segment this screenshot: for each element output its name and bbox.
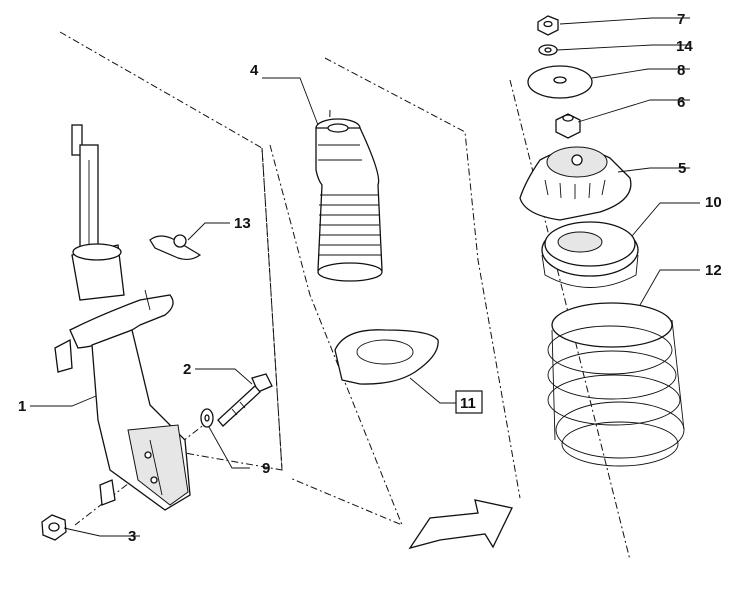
- mount-nut: [555, 113, 581, 139]
- retaining-clip: [149, 234, 202, 261]
- label-part-10: 10: [705, 194, 722, 211]
- cap-plate: [527, 65, 593, 99]
- label-part-14: 14: [676, 38, 693, 55]
- label-part-7: 7: [677, 11, 685, 28]
- label-part-3: 3: [128, 528, 136, 545]
- label-part-11: 11: [460, 395, 476, 412]
- coil-spring: [547, 302, 685, 467]
- label-part-6: 6: [677, 94, 685, 111]
- top-nut: [537, 15, 559, 36]
- shock-absorber-strut: [54, 124, 191, 511]
- part-labels: 1 2 3 4 5 6 7 8 9 10 11 12 13 14: [18, 11, 722, 545]
- small-washer: [538, 44, 558, 56]
- label-part-8: 8: [677, 62, 685, 79]
- dust-boot: [315, 118, 383, 282]
- label-part-9: 9: [262, 460, 270, 477]
- label-part-1: 1: [18, 398, 26, 415]
- spring-seat-pad: [334, 329, 439, 385]
- leader-lines: [30, 17, 700, 537]
- label-part-5: 5: [678, 160, 686, 177]
- label-part-11-box: [455, 390, 483, 414]
- label-part-4: 4: [250, 62, 259, 79]
- washer: [200, 408, 214, 428]
- top-mount: [519, 146, 632, 221]
- label-part-12: 12: [705, 262, 722, 279]
- nut-bottom: [41, 514, 67, 541]
- direction-arrow: [408, 499, 513, 550]
- bolt: [217, 373, 273, 427]
- label-part-2: 2: [183, 361, 191, 378]
- strut-bearing: [541, 221, 639, 288]
- label-part-13: 13: [234, 215, 251, 232]
